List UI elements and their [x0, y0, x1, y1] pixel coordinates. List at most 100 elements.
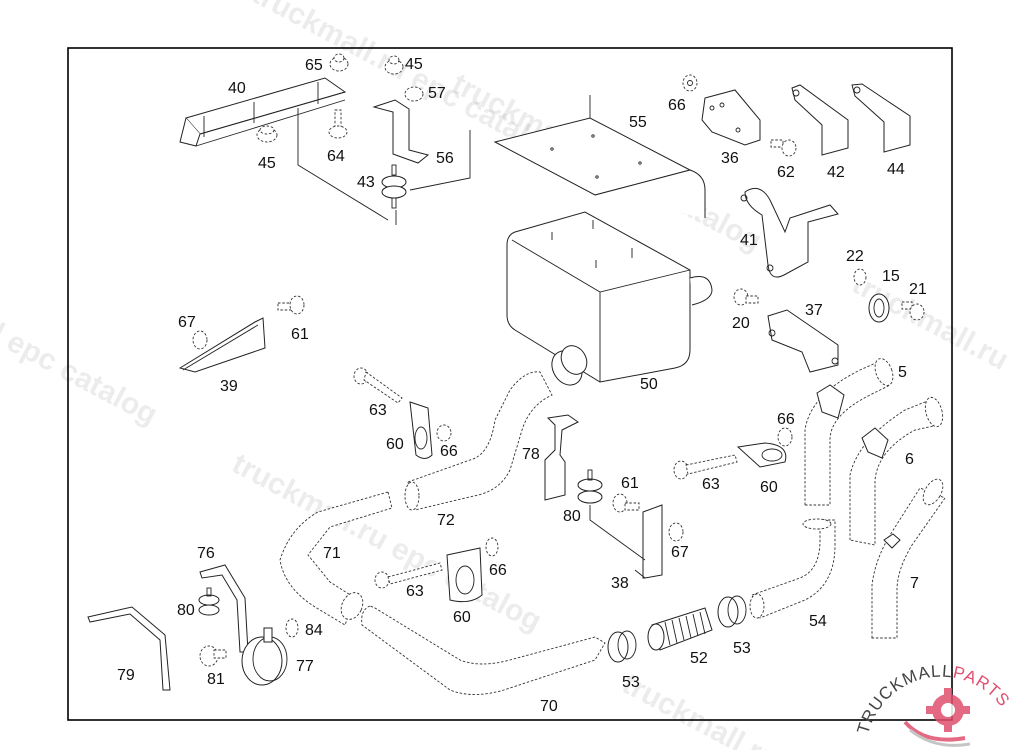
- callout-66: 66: [668, 97, 686, 114]
- callout-61: 61: [621, 475, 639, 492]
- callout-6: 6: [905, 451, 914, 468]
- callout-63: 63: [702, 476, 720, 493]
- callout-61: 61: [291, 326, 309, 343]
- callout-66: 66: [440, 443, 458, 460]
- part-37-bracket: [767, 309, 839, 373]
- part-72-pipe: [404, 371, 553, 511]
- part-60-clamp: [409, 401, 433, 459]
- part-50-muffler: [506, 211, 713, 386]
- part-66-washer-d: [485, 537, 499, 557]
- part-67-nut-b: [668, 522, 684, 542]
- part-45-rubber-mount-b: [384, 55, 404, 75]
- part-21-bolt: [901, 301, 925, 321]
- callout-7: 7: [910, 575, 919, 592]
- part-81-bolt: [199, 645, 227, 667]
- part-80-isolator-b: [198, 587, 220, 616]
- part-84-washer: [285, 618, 299, 638]
- part-41-bracket: [740, 187, 839, 278]
- callout-45: 45: [258, 155, 276, 172]
- part-40-crossmember: [179, 77, 347, 147]
- callout-55: 55: [629, 114, 647, 131]
- part-7-pipe: [871, 478, 946, 639]
- part-42-bracket: [791, 84, 849, 156]
- callout-53: 53: [622, 674, 640, 691]
- assembly-leader: [589, 505, 646, 561]
- part-22-washer: [853, 268, 867, 286]
- watermark-text: truckmall.ru: [617, 667, 784, 750]
- callout-62: 62: [777, 164, 795, 181]
- part-62-bolt: [770, 139, 797, 157]
- callout-79: 79: [117, 667, 135, 684]
- callout-22: 22: [846, 248, 864, 265]
- callout-43: 43: [357, 174, 375, 191]
- part-67-nut: [192, 330, 208, 350]
- part-57-nut: [404, 86, 424, 102]
- callout-41: 41: [740, 232, 758, 249]
- callout-44: 44: [887, 161, 905, 178]
- callout-81: 81: [207, 671, 225, 688]
- callout-40: 40: [228, 80, 246, 97]
- part-66-washer-c: [777, 427, 793, 447]
- part-64-bolt: [328, 109, 348, 139]
- part-66-washer-b: [436, 424, 452, 442]
- callout-65: 65: [305, 57, 323, 74]
- part-60-clamp-c: [446, 547, 483, 603]
- callout-64: 64: [327, 148, 345, 165]
- callout-38: 38: [611, 575, 629, 592]
- part-5-pipe: [804, 358, 894, 506]
- callout-76: 76: [197, 545, 215, 562]
- callout-72: 72: [437, 512, 455, 529]
- diagram-frame: [67, 47, 953, 721]
- callout-77: 77: [296, 658, 314, 675]
- callout-67: 67: [671, 544, 689, 561]
- part-6-pipe: [849, 396, 944, 546]
- callout-56: 56: [436, 150, 454, 167]
- part-70-pipe: [361, 605, 606, 695]
- part-36-bracket: [701, 89, 761, 146]
- callout-60: 60: [386, 436, 404, 453]
- part-53-clamp-a: [607, 630, 637, 663]
- callout-45: 45: [405, 56, 423, 73]
- part-80-isolator: [577, 469, 603, 504]
- gear-icon: [903, 688, 971, 747]
- callout-36: 36: [721, 150, 739, 167]
- callout-60: 60: [453, 609, 471, 626]
- part-38-bracket: [634, 504, 663, 579]
- truckmall-parts-logo: TRUCKMALLPARTS: [853, 662, 1013, 747]
- callout-20: 20: [732, 315, 750, 332]
- callout-42: 42: [827, 164, 845, 181]
- callout-66: 66: [777, 411, 795, 428]
- watermark-text: truckmall.ru: [847, 267, 1014, 377]
- part-77-clamp: [241, 627, 288, 686]
- callout-15: 15: [882, 268, 900, 285]
- callout-60: 60: [760, 479, 778, 496]
- callout-50: 50: [640, 376, 658, 393]
- part-52-flex-pipe: [647, 607, 713, 651]
- callout-37: 37: [805, 302, 823, 319]
- callout-63: 63: [406, 583, 424, 600]
- part-78-bracket: [544, 414, 579, 501]
- callout-57: 57: [428, 85, 446, 102]
- callout-70: 70: [540, 698, 558, 715]
- part-76-bracket: [199, 564, 249, 653]
- part-65-rubber-mount: [329, 53, 349, 72]
- part-66-washer: [682, 74, 698, 92]
- part-54-pipe: [749, 518, 836, 619]
- callout-53: 53: [733, 640, 751, 657]
- part-60-clamp-b: [736, 442, 787, 468]
- assembly-leader: [297, 108, 471, 225]
- part-71-pipe: [279, 491, 393, 626]
- callout-71: 71: [323, 545, 341, 562]
- part-15-clamp: [868, 293, 890, 323]
- callout-54: 54: [809, 613, 827, 630]
- part-61-bolt: [277, 295, 305, 315]
- part-43-isolator: [381, 164, 407, 209]
- callout-52: 52: [690, 650, 708, 667]
- callout-63: 63: [369, 402, 387, 419]
- watermark-text: l epc catalog: [0, 317, 163, 431]
- callout-80: 80: [563, 508, 581, 525]
- part-20-bolt: [733, 288, 759, 306]
- callout-66: 66: [489, 562, 507, 579]
- callout-39: 39: [220, 378, 238, 395]
